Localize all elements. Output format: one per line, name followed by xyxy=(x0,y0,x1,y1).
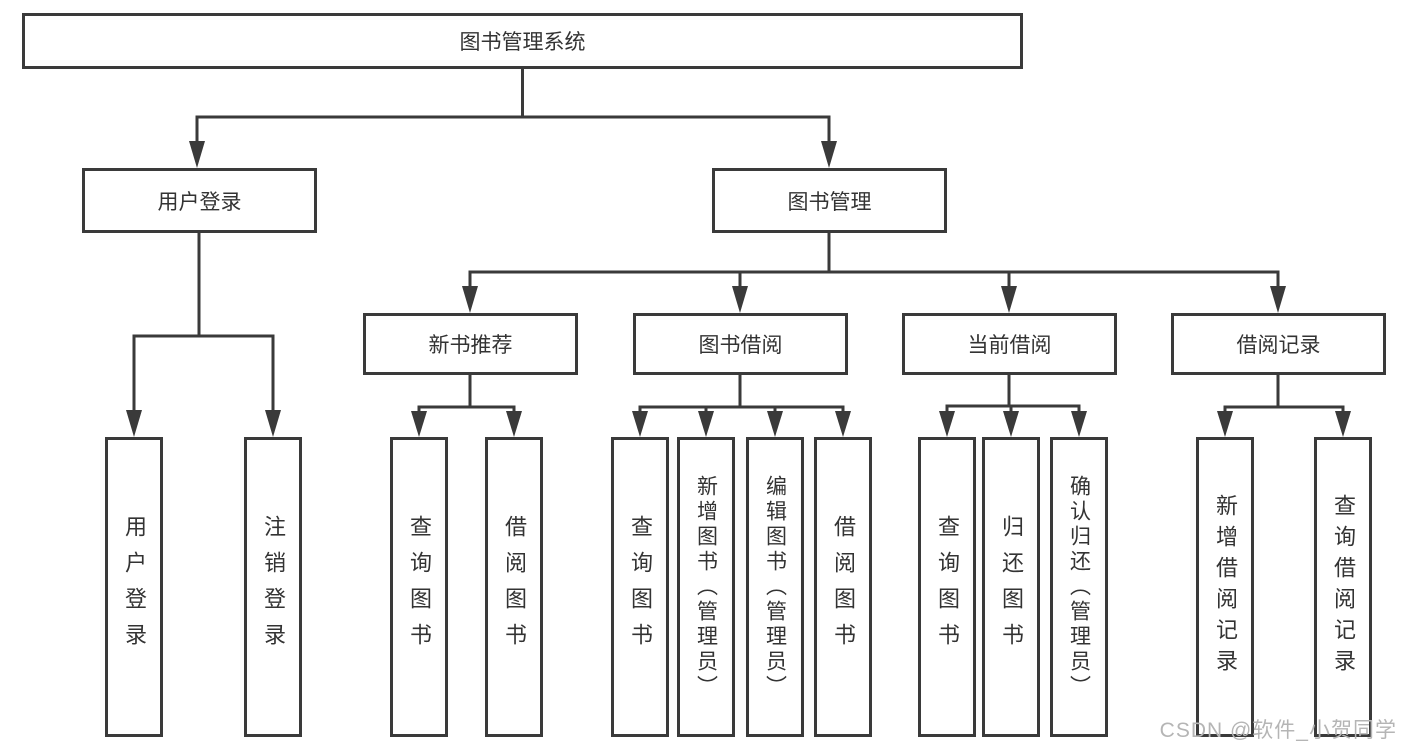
leaf-logout: 注销登录 xyxy=(244,437,302,737)
node-book-management: 图书管理 xyxy=(712,168,947,233)
leaf-user-login: 用户登录 xyxy=(105,437,163,737)
leaf-query-borrow-record: 查询借阅记录 xyxy=(1314,437,1372,737)
leaf-label: 借阅图书 xyxy=(502,515,527,659)
node-user-login: 用户登录 xyxy=(82,168,317,233)
leaf-query-book-recommend: 查询图书 xyxy=(390,437,448,737)
leaf-add-book-admin: 新增图书（管理员） xyxy=(677,437,735,737)
leaf-label: 新增图书（管理员） xyxy=(694,474,718,700)
node-current-borrowing: 当前借阅 xyxy=(902,313,1117,375)
leaf-label: 查询图书 xyxy=(935,515,960,659)
leaf-query-book-borrowing: 查询图书 xyxy=(611,437,669,737)
leaf-label: 查询图书 xyxy=(628,515,653,659)
leaf-label: 用户登录 xyxy=(122,515,147,659)
leaf-label: 借阅图书 xyxy=(831,515,856,659)
leaf-label: 查询图书 xyxy=(407,515,432,659)
leaf-query-book-current: 查询图书 xyxy=(918,437,976,737)
node-library-management-system: 图书管理系统 xyxy=(22,13,1023,69)
leaf-add-borrow-record: 新增借阅记录 xyxy=(1196,437,1254,737)
leaf-return-book: 归还图书 xyxy=(982,437,1040,737)
leaf-label: 编辑图书（管理员） xyxy=(763,474,787,700)
leaf-confirm-return-admin: 确认归还（管理员） xyxy=(1050,437,1108,737)
leaf-borrow-book-borrowing: 借阅图书 xyxy=(814,437,872,737)
leaf-label: 查询借阅记录 xyxy=(1331,494,1356,680)
leaf-label: 确认归还（管理员） xyxy=(1067,474,1091,700)
leaf-borrow-book-recommend: 借阅图书 xyxy=(485,437,543,737)
leaf-edit-book-admin: 编辑图书（管理员） xyxy=(746,437,804,737)
leaf-label: 归还图书 xyxy=(999,515,1024,659)
leaf-label: 注销登录 xyxy=(261,515,286,659)
node-book-borrowing: 图书借阅 xyxy=(633,313,848,375)
csdn-watermark: CSDN @软件_小贺同学 xyxy=(1159,719,1397,742)
node-new-book-recommend: 新书推荐 xyxy=(363,313,578,375)
leaf-label: 新增借阅记录 xyxy=(1213,494,1238,680)
node-borrowing-records: 借阅记录 xyxy=(1171,313,1386,375)
